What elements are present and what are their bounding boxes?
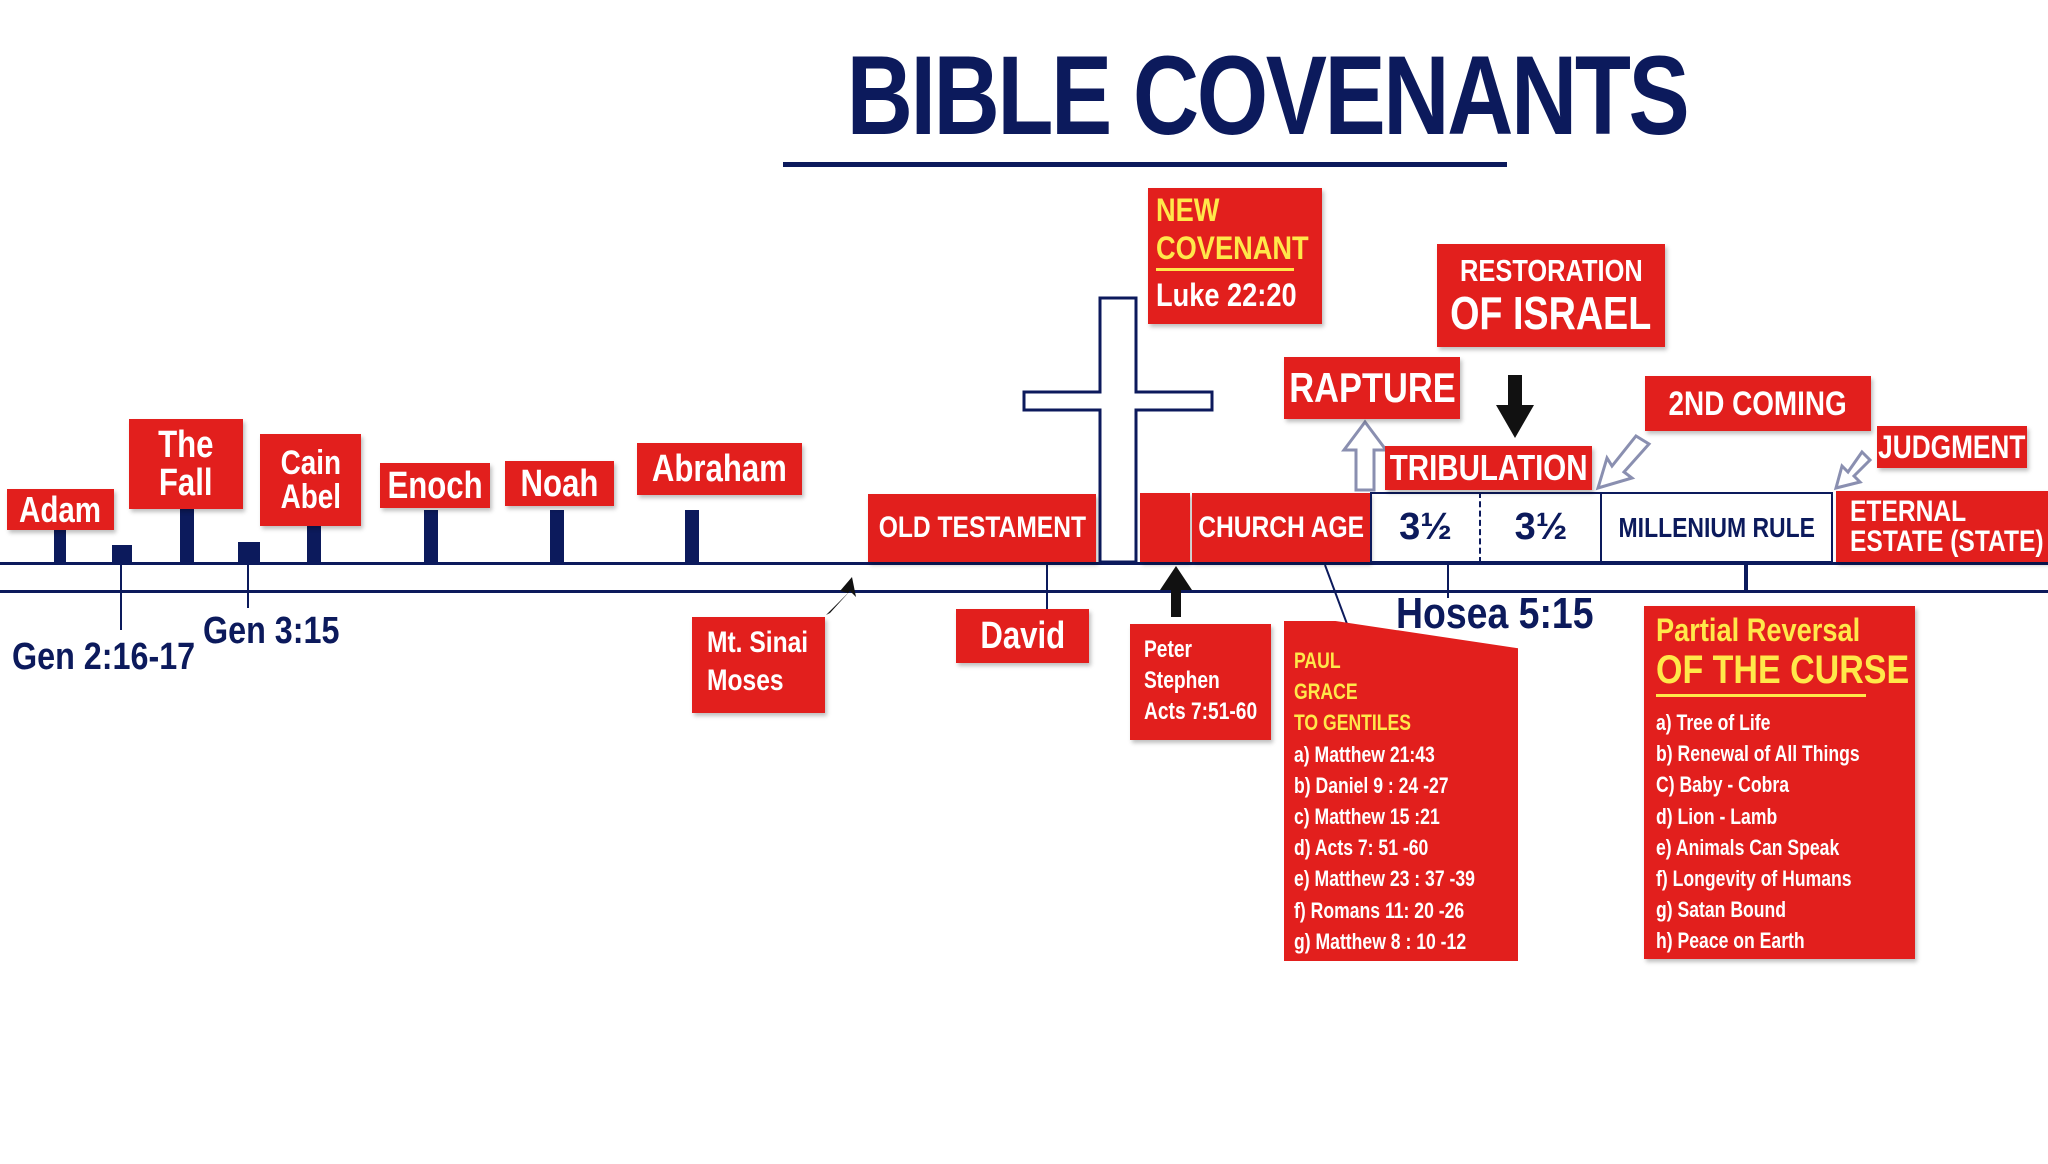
ref-hosea-5-15: Hosea 5:15	[1396, 589, 1594, 638]
cross-icon	[1022, 296, 1214, 564]
label-noah: Noah	[505, 461, 614, 506]
era-church-age: CHURCH AGE	[1192, 493, 1370, 562]
arrow-tribulation-icon	[1496, 375, 1534, 438]
list-item: a) Matthew 21:43	[1294, 741, 1435, 767]
label-abraham: Abraham	[637, 443, 802, 495]
list-item: e) Animals Can Speak	[1656, 834, 1840, 860]
list-item: C) Baby - Cobra	[1656, 772, 1789, 798]
post-gen216	[112, 545, 132, 562]
post-millenium	[1744, 565, 1748, 592]
label-adam: Adam	[7, 489, 114, 530]
label-tribulation: TRIBULATION	[1385, 446, 1592, 490]
label-judgment: JUDGMENT	[1877, 426, 2027, 468]
label-enoch: Enoch	[380, 463, 490, 508]
post-gen315	[238, 542, 260, 562]
list-item: c) Matthew 15 :21	[1294, 804, 1440, 830]
label-2nd-coming: 2ND COMING	[1645, 376, 1871, 431]
post-abraham	[685, 510, 699, 562]
post-adam	[54, 528, 66, 562]
label-new-covenant: NEW COVENANT Luke 22:20	[1148, 188, 1322, 324]
label-david: David	[956, 609, 1089, 663]
panel-partial-reversal: Partial Reversal OF THE CURSE a) Tree of…	[1644, 606, 1915, 959]
timeline-line-bottom	[0, 590, 2048, 593]
list-item: g) Matthew 8 : 10 -12	[1294, 928, 1467, 954]
era-millenium-rule: MILLENIUM RULE	[1600, 492, 1833, 563]
label-rapture: RAPTURE	[1284, 357, 1460, 419]
arrow-peter-icon	[1160, 566, 1192, 617]
arrow-second-coming-icon	[1595, 434, 1652, 491]
arrow-judgment-icon	[1833, 449, 1873, 491]
panel-paul-grace: PAUL GRACE TO GENTILES a) Matthew 21:43 …	[1284, 621, 1518, 961]
list-item: e) Matthew 23 : 37 -39	[1294, 866, 1475, 892]
list-item: g) Satan Bound	[1656, 897, 1787, 923]
list-item: f) Romans 11: 20 -26	[1294, 897, 1465, 923]
era-old-testament: OLD TESTAMENT	[868, 494, 1096, 562]
era-tribulation-second-half: 3½	[1481, 492, 1601, 563]
label-mt-sinai-moses: Mt. Sinai Moses	[692, 617, 825, 713]
list-item: f) Longevity of Humans	[1656, 866, 1852, 892]
era-eternal-estate: ETERNAL ESTATE (STATE)	[1836, 491, 2048, 562]
post-noah	[550, 510, 564, 562]
title-underline	[783, 162, 1507, 167]
era-tribulation-first-half: 3½	[1370, 492, 1481, 563]
list-item: d) Acts 7: 51 -60	[1294, 835, 1429, 861]
label-restoration-of-israel: RESTORATION OF ISRAEL	[1437, 244, 1665, 347]
list-item: b) Daniel 9 : 24 -27	[1294, 772, 1449, 798]
timeline-line-top	[0, 562, 2048, 565]
list-item: b) Renewal of All Things	[1656, 741, 1860, 767]
post-enoch	[424, 510, 438, 562]
ref-gen-3-15: Gen 3:15	[203, 610, 340, 652]
label-peter-stephen: Peter Stephen Acts 7:51-60	[1130, 624, 1271, 740]
list-item: a) Tree of Life	[1656, 710, 1771, 735]
ref-gen-2-16-17: Gen 2:16-17	[12, 636, 196, 678]
post-fall	[180, 508, 194, 562]
list-item: d) Lion - Lamb	[1656, 803, 1778, 829]
arrow-sinai-icon	[826, 577, 856, 615]
arrow-rapture-icon	[1341, 419, 1389, 492]
list-item: h) Peace on Earth	[1656, 928, 1805, 954]
post-cain-abel	[307, 526, 321, 562]
era-marker-red	[1140, 493, 1190, 562]
